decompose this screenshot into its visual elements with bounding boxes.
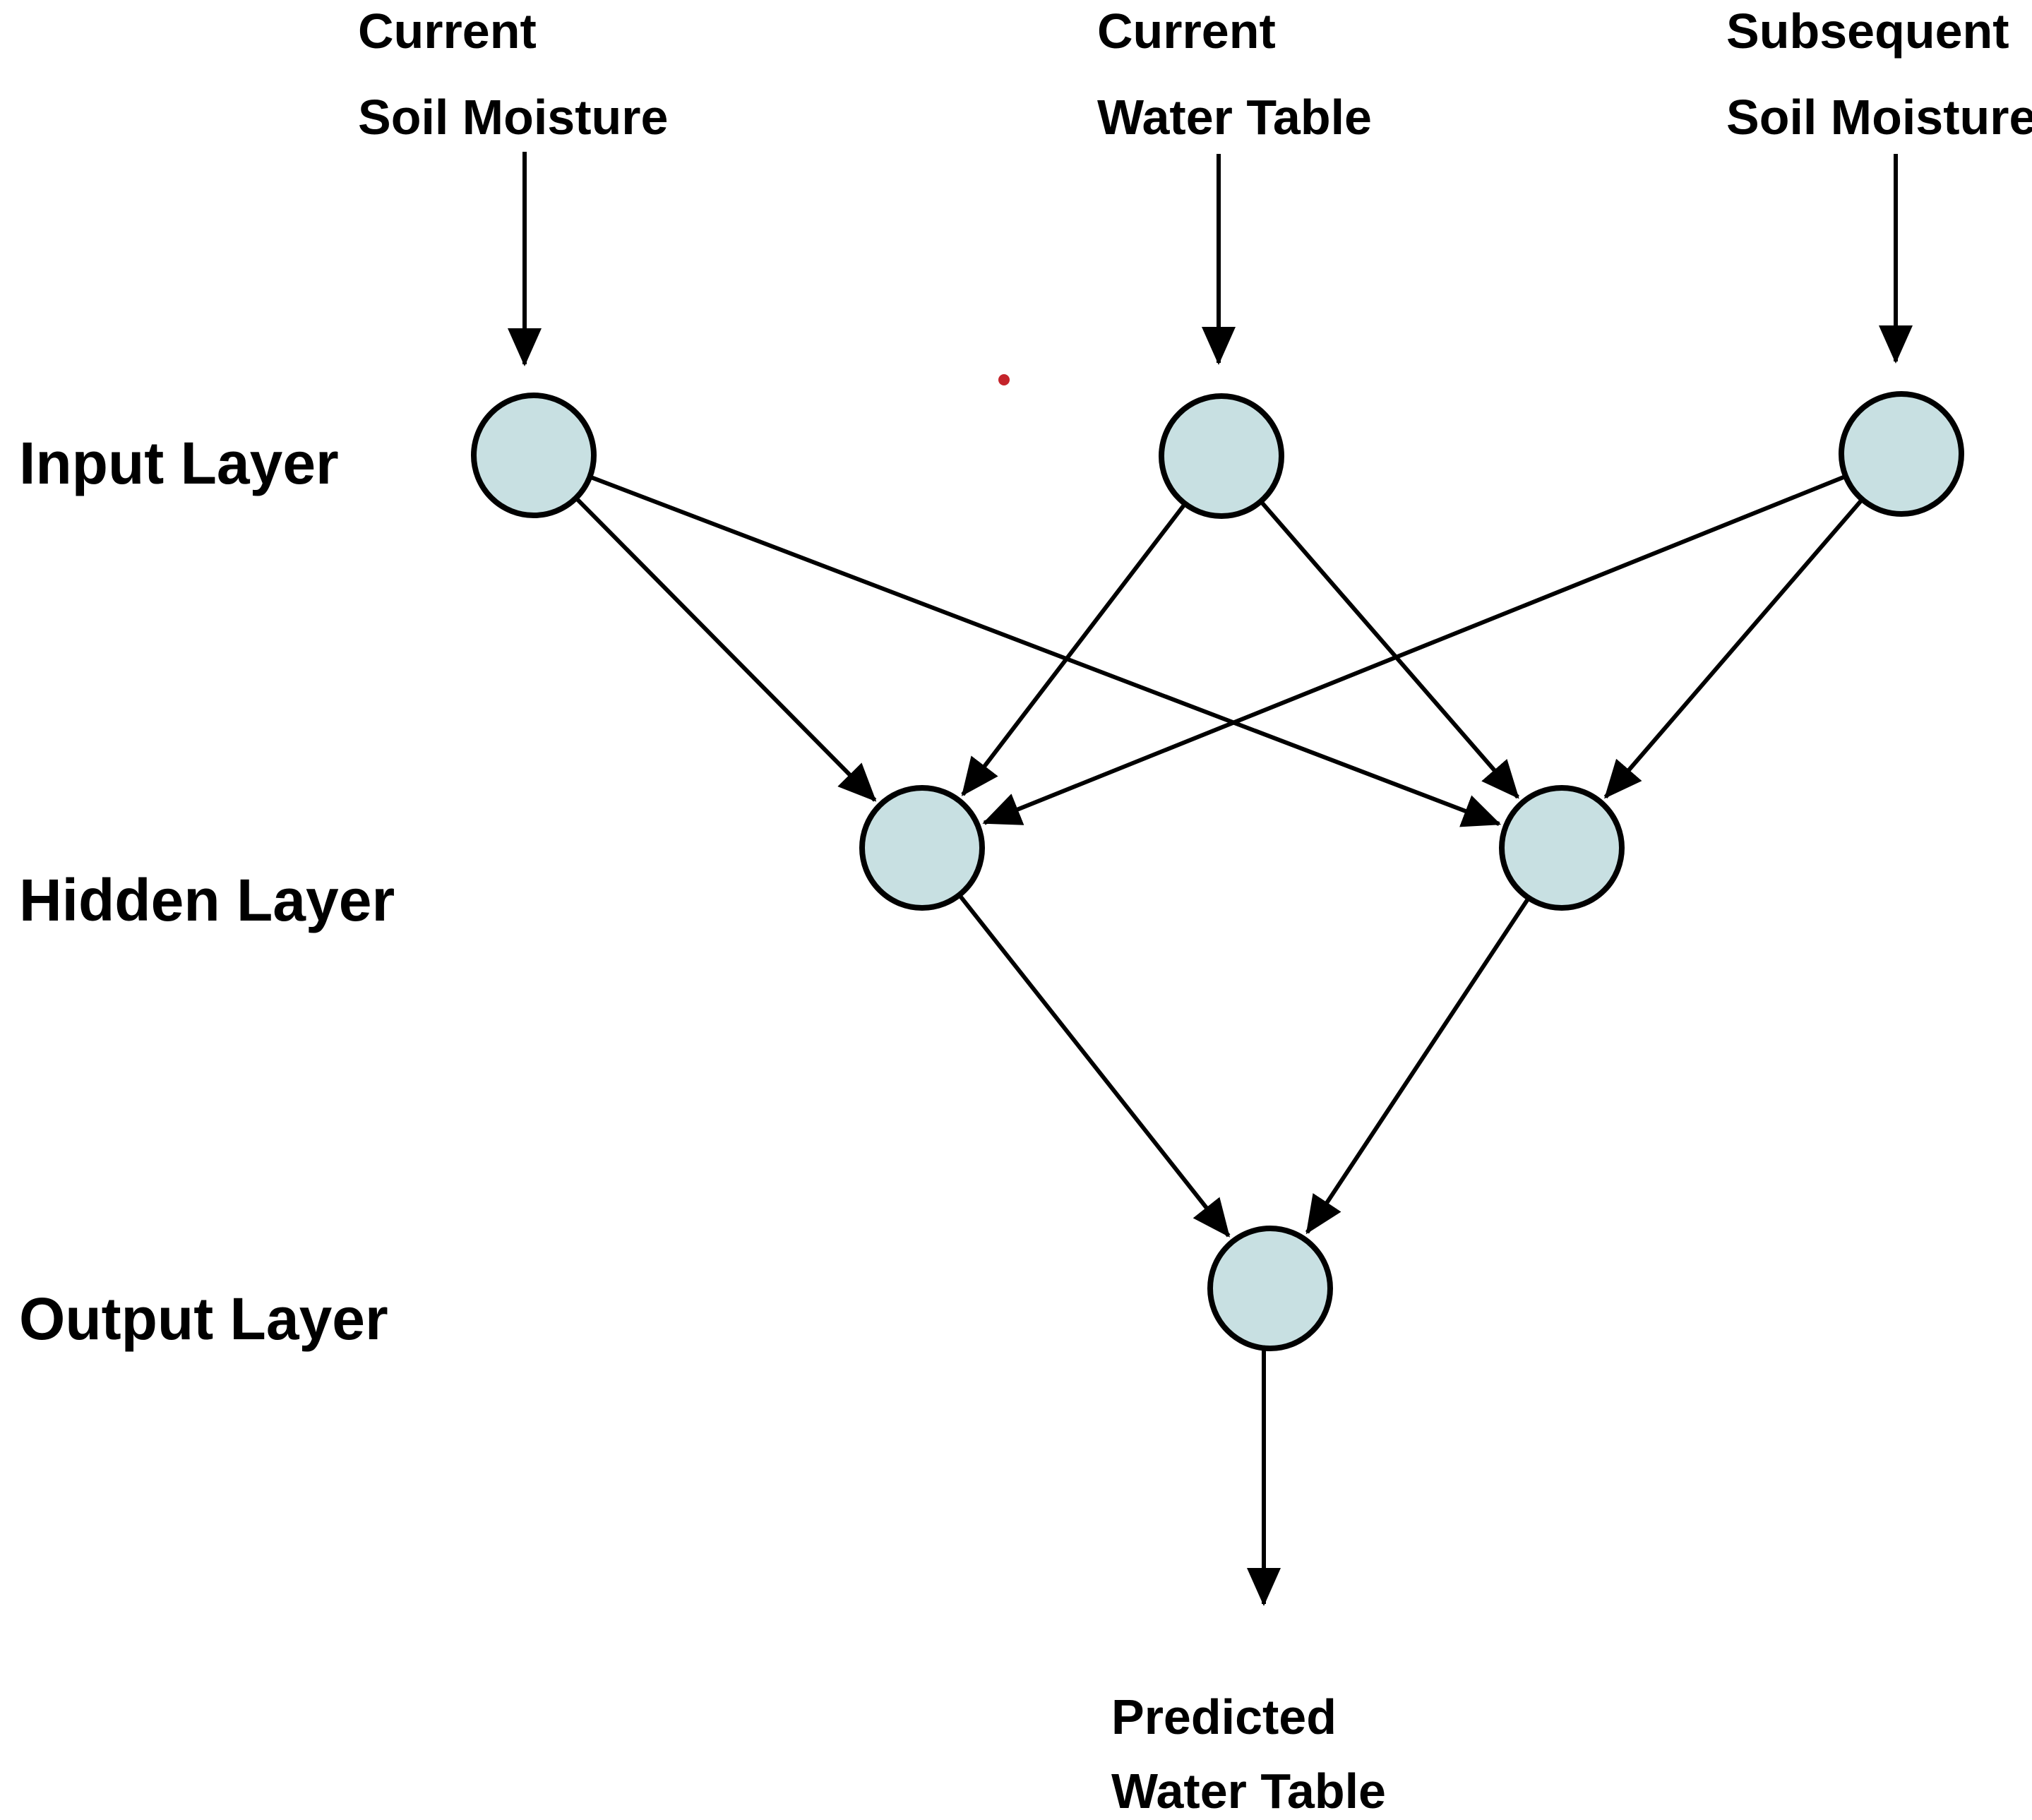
input-label-subsequent-soil-moisture: Subsequent Soil Moisture: [1726, 3, 2032, 175]
input-label-line-2: Soil Moisture: [1726, 90, 2032, 145]
output-node-1: [1207, 1226, 1333, 1351]
stray-red-dot: [998, 374, 1010, 385]
input-label-line-1: Subsequent: [1726, 4, 2009, 59]
input-node-3: [1839, 391, 1964, 517]
input-label-current-water-table: Current Water Table: [1097, 3, 1372, 175]
layer-label-output: Output Layer: [19, 1286, 388, 1352]
layer-label-input: Input Layer: [19, 430, 339, 496]
output-label-line-1: Predicted: [1111, 1689, 1337, 1744]
hidden-node-1: [859, 785, 985, 911]
layer-label-hidden: Hidden Layer: [19, 867, 395, 933]
edge-input-node-2-to-hidden-node-1: [961, 504, 1185, 796]
edge-input-node-2-to-hidden-node-2: [1260, 501, 1519, 799]
edge-input-node-3-to-hidden-node-1: [982, 475, 1845, 825]
output-label-line-2: Water Table: [1111, 1764, 1386, 1819]
edge-hidden-node-1-to-output-node-1: [959, 895, 1231, 1238]
input-label-current-soil-moisture: Current Soil Moisture: [358, 3, 668, 175]
edge-input-node-1-to-hidden-node-2: [591, 475, 1502, 827]
output-label-predicted-water-table: Predicted Water Table: [1111, 1689, 1386, 1820]
edge-input-node-1-to-hidden-node-1: [575, 498, 877, 802]
input-label-line-2: Soil Moisture: [358, 90, 669, 145]
input-label-line-1: Current: [1097, 4, 1276, 59]
input-label-line-1: Current: [358, 4, 537, 59]
input-node-1: [471, 393, 597, 518]
edge-input-node-3-to-hidden-node-2: [1603, 499, 1863, 799]
edge-hidden-node-2-to-output-node-1: [1305, 898, 1529, 1235]
hidden-node-2: [1499, 785, 1625, 911]
input-node-2: [1159, 393, 1284, 519]
input-label-line-2: Water Table: [1097, 90, 1372, 145]
